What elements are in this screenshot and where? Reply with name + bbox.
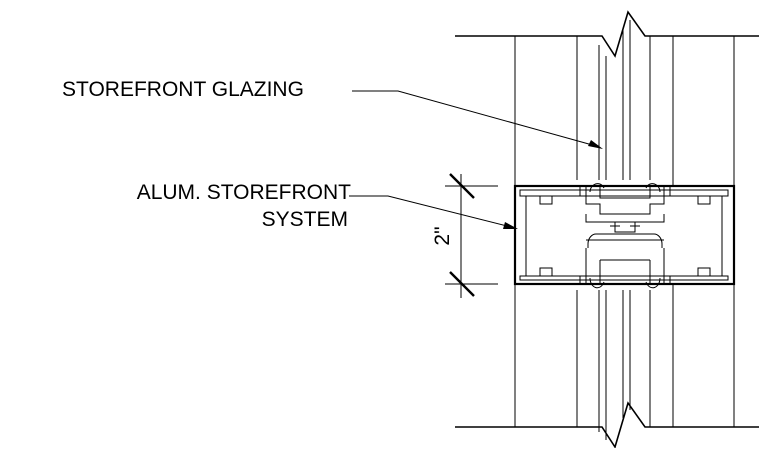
dimension-label: 2" <box>431 226 454 246</box>
storefront-frame-box <box>513 184 736 286</box>
leader-lines <box>349 90 603 229</box>
storefront-glazing-label: STOREFRONT GLAZING <box>62 78 304 101</box>
aluminum-profile <box>519 183 729 289</box>
top-break-line <box>455 10 759 58</box>
bottom-break-line <box>455 401 759 449</box>
dimension-marker <box>445 173 498 298</box>
alum-storefront-label-line1: ALUM. STOREFRONT <box>136 181 351 204</box>
alum-storefront-label-line2: SYSTEM <box>261 208 348 231</box>
upper-wall-lines <box>514 20 735 186</box>
lower-wall-lines <box>514 284 735 440</box>
